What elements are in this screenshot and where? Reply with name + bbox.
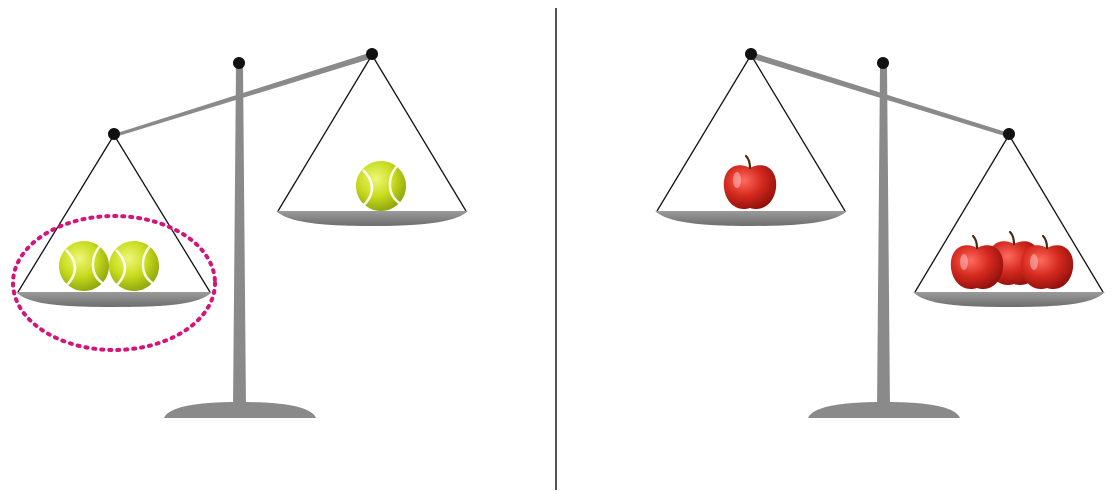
highlight-ellipse-icon [13,216,215,350]
scale-right-pivot-top [877,57,889,69]
scale-right-post [877,66,890,410]
scale-left-left-pan [16,135,212,307]
scale-left [13,48,468,418]
scale-left-pivot-top [233,57,245,69]
tennis-ball-icon [59,241,109,291]
apple-icon [724,156,776,209]
scale-right-pivot-right [1003,128,1015,140]
scale-left-pivot-left [108,128,120,140]
tennis-ball-icon [356,161,406,211]
scale-right-pivot-left [745,48,757,60]
scale-left-pivot-right [366,48,378,60]
scale-left-post [233,66,246,410]
tennis-ball-icon [109,241,159,291]
scale-right [655,48,1105,418]
